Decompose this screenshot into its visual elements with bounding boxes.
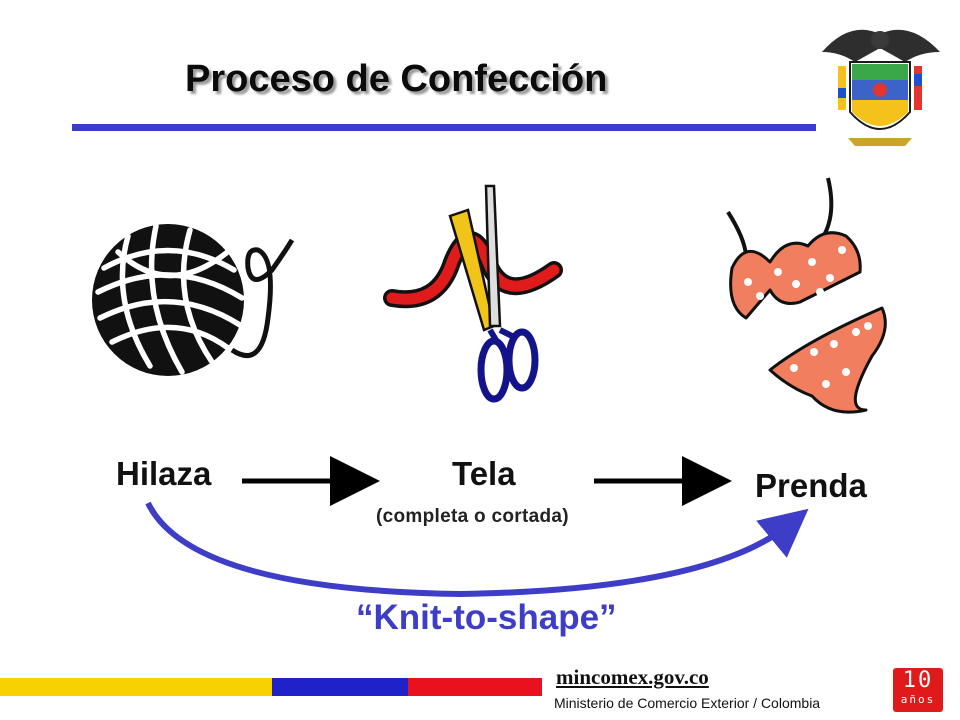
title-underline bbox=[72, 124, 816, 131]
footer-stripe-red bbox=[408, 678, 542, 696]
step-label-hilaza: Hilaza bbox=[116, 455, 212, 492]
coat-of-arms-icon bbox=[822, 29, 940, 146]
anniversary-number: 10 bbox=[902, 668, 934, 693]
ministry-name: Ministerio de Comercio Exterior / Colomb… bbox=[554, 695, 821, 711]
scissors-fabric-icon bbox=[383, 184, 563, 403]
knit-to-shape-arrow bbox=[145, 501, 809, 598]
slide-title: Proceso de Confección bbox=[185, 58, 608, 100]
site-url-link[interactable]: mincomex.gov.co bbox=[556, 665, 709, 689]
footer-stripe-yellow bbox=[0, 678, 272, 696]
footer-stripe-blue bbox=[272, 678, 408, 696]
step-note-tela: (completa o cortada) bbox=[376, 506, 569, 527]
anniversary-badge: 10 años bbox=[893, 668, 943, 712]
step-label-tela: Tela bbox=[452, 455, 516, 492]
bikini-garment-icon bbox=[726, 177, 887, 414]
knit-to-shape-label: “Knit-to-shape” bbox=[356, 598, 617, 637]
step-label-prenda: Prenda bbox=[755, 467, 867, 504]
yarn-ball-icon bbox=[92, 223, 295, 376]
anniversary-word: años bbox=[900, 693, 936, 706]
